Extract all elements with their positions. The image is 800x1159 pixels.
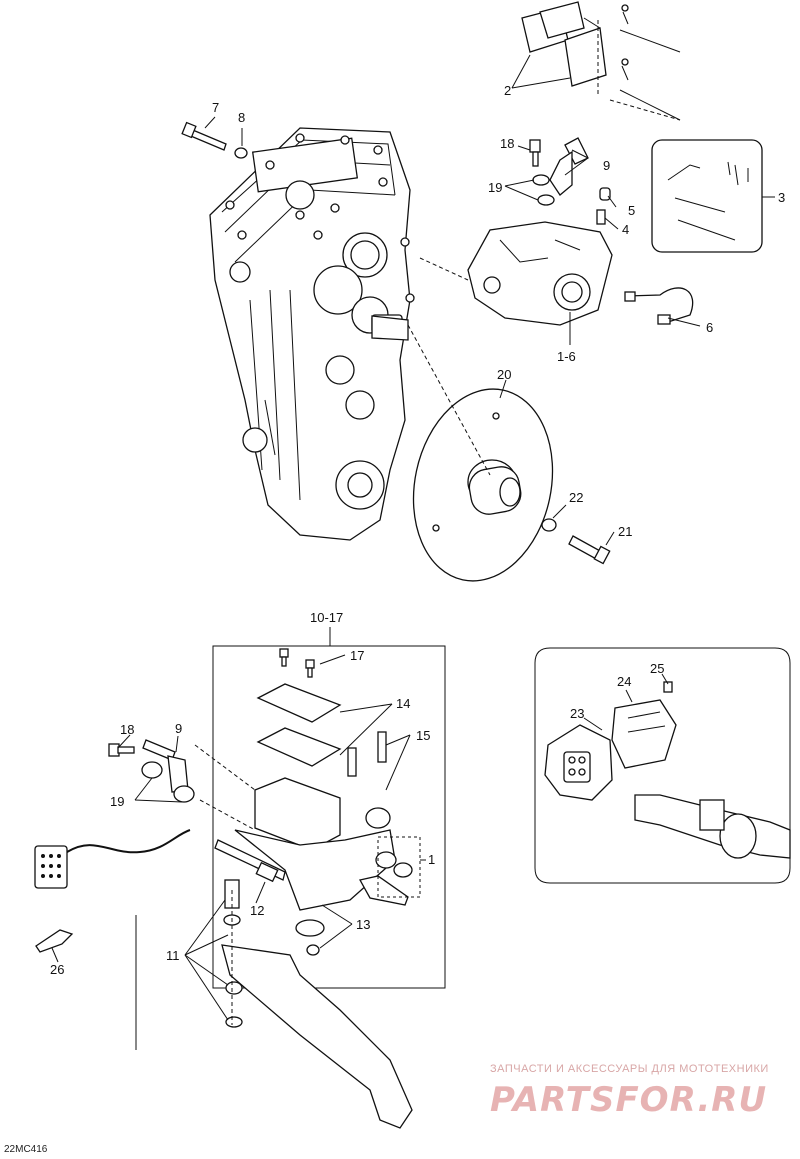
pins-2 (619, 4, 681, 121)
screw-25 (663, 681, 673, 693)
bleeder-screw-18 (529, 139, 541, 167)
seal-1 (393, 862, 413, 878)
callout-3: 3 (778, 190, 785, 205)
gearbox-housing (209, 127, 415, 541)
watermark-tagline: ЗАПЧАСТИ И АКСЕССУАРЫ ДЛЯ МОТОТЕХНИКИ (490, 1063, 769, 1075)
nut-13 (306, 944, 320, 956)
banjo-fitting-9 (142, 739, 189, 793)
input-shaft (371, 315, 409, 341)
bolt-21 (568, 535, 611, 565)
drawing-code: 22MC416 (4, 1144, 48, 1155)
callout-14: 14 (396, 696, 410, 711)
callout-20: 20 (497, 367, 511, 382)
callout-15: 15 (416, 728, 430, 743)
callout-17: 17 (350, 648, 364, 663)
hardware-kit-box-3 (651, 139, 763, 253)
o-ring-19 (537, 194, 555, 206)
pushrod-12 (214, 839, 286, 883)
callout-2: 2 (504, 83, 511, 98)
banjo-fitting-9 (549, 137, 589, 196)
callout-13: 13 (356, 917, 370, 932)
brake-line-6 (624, 287, 694, 325)
o-ring-19 (141, 761, 163, 779)
reservoir-cover-14 (256, 683, 342, 723)
o-ring-19 (532, 174, 550, 186)
terminal-26 (35, 929, 74, 953)
callout-4: 4 (622, 222, 629, 237)
callout-12: 12 (250, 903, 264, 918)
assembly-box-10-17 (212, 645, 446, 989)
diaphragm-14 (256, 727, 342, 767)
washer-8 (234, 147, 248, 159)
boot-1 (359, 875, 409, 906)
callout-6: 6 (706, 320, 713, 335)
switch-inset-frame (534, 647, 791, 884)
handlebar (634, 794, 791, 859)
callout-22: 22 (569, 490, 583, 505)
screw-17 (279, 648, 315, 678)
watermark-logo: PARTSFOR.RU (490, 1080, 768, 1120)
callout-25: 25 (650, 661, 664, 676)
callout-5: 5 (628, 203, 635, 218)
brake-disc-20 (412, 388, 554, 582)
bolt-7 (181, 121, 227, 151)
brake-caliper (467, 221, 613, 326)
o-ring-1 (375, 851, 397, 869)
callout-1-6: 1-6 (557, 349, 576, 364)
callout-1: 1 (428, 852, 435, 867)
callout-18: 18 (120, 722, 134, 737)
callout-11: 11 (166, 948, 180, 963)
switch-cover-24 (611, 699, 677, 769)
callout-24: 24 (617, 674, 631, 689)
callout-18: 18 (500, 136, 514, 151)
bleeder-4 (596, 209, 606, 225)
callout-21: 21 (618, 524, 632, 539)
bleeder-screw-18 (108, 743, 135, 757)
callout-9: 9 (603, 158, 610, 173)
brake-pads-2 (521, 1, 607, 87)
switch-housing-23 (544, 724, 613, 801)
callout-26: 26 (50, 962, 64, 977)
callout-9: 9 (175, 721, 182, 736)
callout-19: 19 (488, 180, 502, 195)
o-ring-19 (173, 785, 195, 803)
callout-23: 23 (570, 706, 584, 721)
washer-22 (541, 518, 557, 532)
callout-19: 19 (110, 794, 124, 809)
switch-connector (34, 829, 191, 889)
callout-8: 8 (238, 110, 245, 125)
screw-15 (347, 731, 387, 777)
master-cylinder-body (234, 777, 396, 937)
callout-7: 7 (212, 100, 219, 115)
cap-5 (599, 187, 611, 201)
callout-10-17: 10-17 (310, 610, 343, 625)
